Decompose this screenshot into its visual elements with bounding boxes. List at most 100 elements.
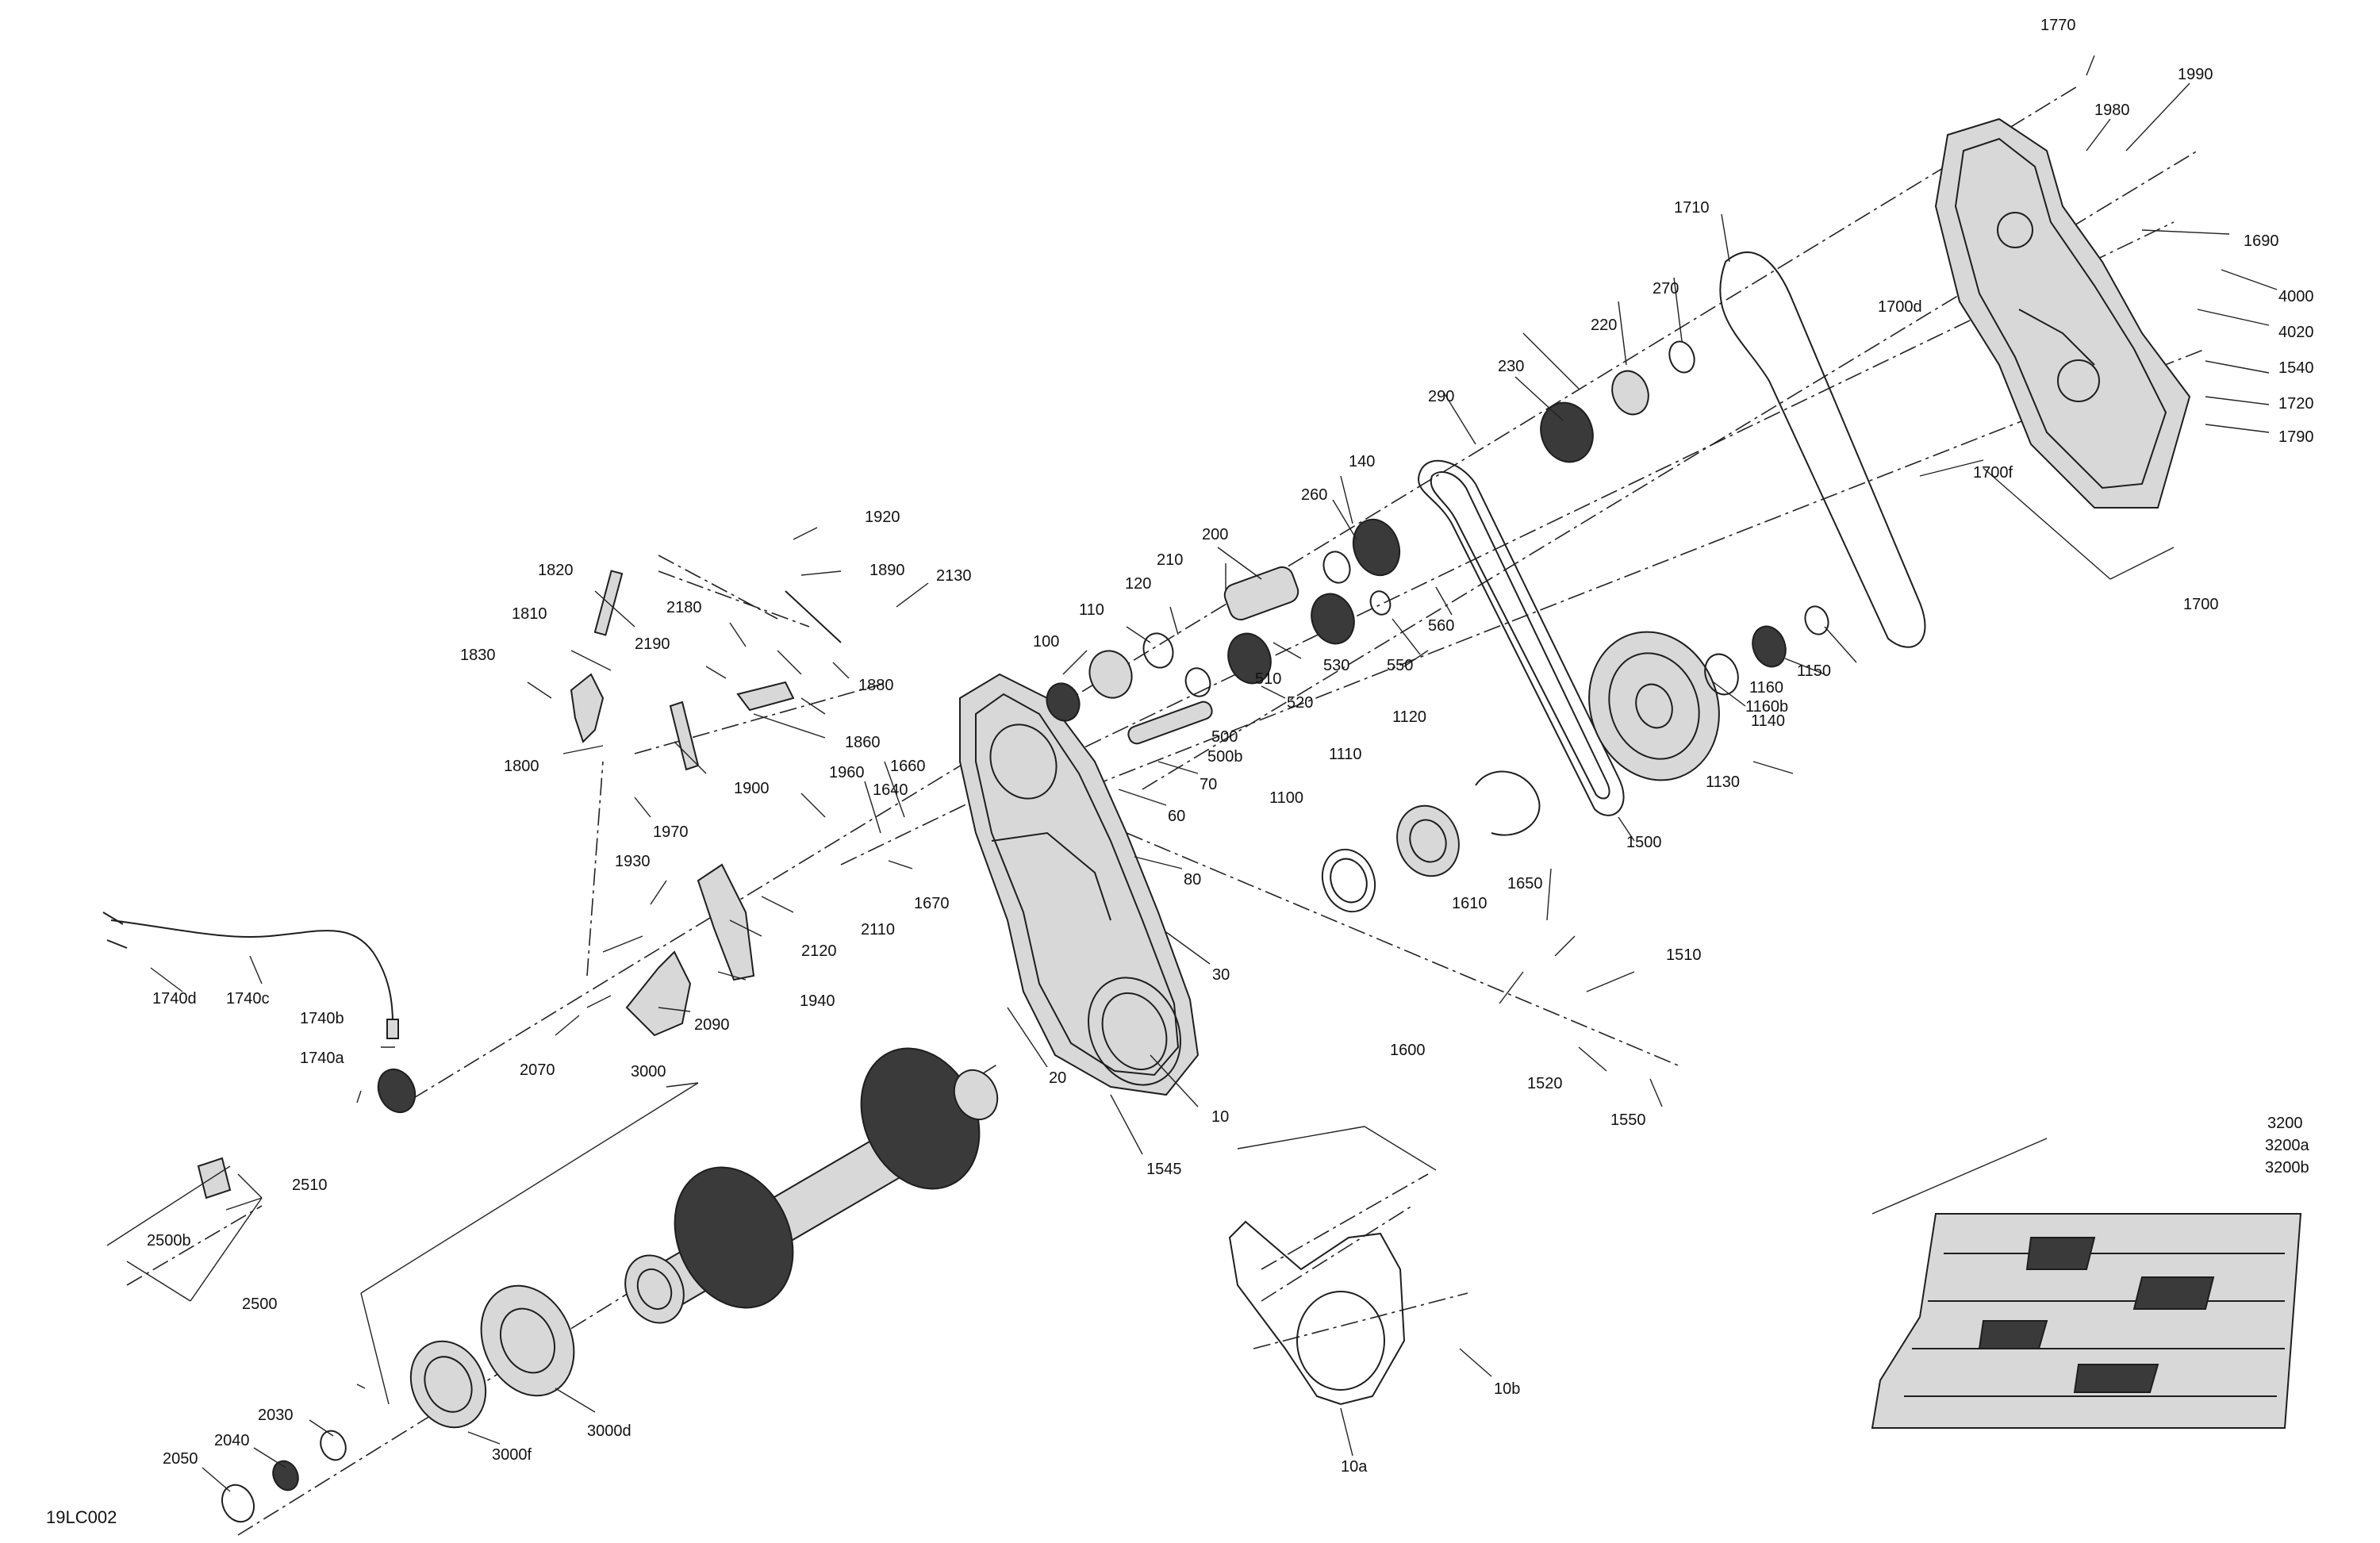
callout-530: 530 [1323,657,1349,674]
drive-chain-1500 [1418,459,1625,816]
callout-1960: 1960 [829,764,865,781]
callout-500b: 500b [1207,748,1243,766]
callout-1990: 1990 [2178,66,2213,83]
callout-1500: 1500 [1626,834,1662,851]
shaft-end-parts [221,1068,575,1523]
guard-10a [1228,1220,1406,1406]
callout-1160: 1160 [1749,679,1783,697]
callout-1120: 1120 [1392,708,1426,726]
callout-2190: 2190 [635,635,670,653]
callout-1980: 1980 [2094,102,2130,119]
callout-1160b: 1160b [1745,698,1788,716]
drawing-reference: 19LC002 [46,1507,117,1527]
callout-1890: 1890 [869,562,905,579]
callout-520: 520 [1287,694,1313,712]
sprocket-1130 [1588,631,1720,781]
callout-1700: 1700 [2183,596,2219,613]
callout-3000: 3000 [631,1063,666,1080]
callout-20: 20 [1049,1069,1066,1087]
callout-1700f: 1700f [1973,464,2013,482]
callout-3000d: 3000d [587,1422,631,1440]
callout-labels: 10 10a 10b 20 30 60 70 80 100 110 120 14… [147,17,2314,1476]
callout-1740d: 1740d [152,990,197,1008]
callout-10a: 10a [1341,1458,1368,1476]
callout-10b: 10b [1494,1380,1520,1398]
callout-270: 270 [1653,280,1679,297]
callout-2040: 2040 [214,1432,250,1449]
callout-560: 560 [1428,617,1454,635]
callout-1820: 1820 [538,562,574,579]
callout-1650: 1650 [1507,875,1543,892]
callout-1970: 1970 [653,823,689,841]
callout-2500: 2500 [242,1295,278,1313]
drive-shaft-3000 [624,1047,999,1324]
side-cover-1700 [1934,117,2191,509]
callout-1860: 1860 [845,734,881,751]
callout-260: 260 [1301,486,1327,504]
main-housing-10 [959,673,1200,1096]
callout-1540: 1540 [2278,359,2314,377]
callout-1720: 1720 [2278,395,2314,413]
callout-1550: 1550 [1610,1111,1646,1129]
callout-2500b: 2500b [147,1232,191,1249]
shift-linkage [197,570,842,1199]
callout-1520: 1520 [1527,1075,1563,1092]
callout-1740a: 1740a [300,1050,344,1067]
callout-1110: 1110 [1329,746,1362,763]
callout-140: 140 [1349,453,1375,470]
callout-1710: 1710 [1674,199,1710,217]
callout-1150: 1150 [1797,662,1831,680]
callout-2110: 2110 [861,921,895,938]
callout-1690: 1690 [2244,232,2279,250]
callout-230: 230 [1498,358,1524,375]
callout-4000: 4000 [2278,288,2314,305]
callout-1810: 1810 [512,605,547,623]
callout-60: 60 [1168,808,1185,825]
callout-1770: 1770 [2040,17,2076,34]
callout-30: 30 [1212,966,1230,984]
callout-1545: 1545 [1146,1161,1182,1178]
callout-1940: 1940 [800,992,835,1010]
callout-1920: 1920 [865,509,900,526]
gasket-1710 [1719,251,1926,648]
callout-1830: 1830 [460,647,496,664]
callout-500: 500 [1211,728,1238,746]
callout-10: 10 [1211,1108,1229,1126]
callout-2120: 2120 [801,942,837,960]
callout-1700d: 1700d [1878,298,1922,316]
callout-2510: 2510 [292,1176,328,1194]
callout-70: 70 [1200,776,1217,793]
callout-2130: 2130 [936,567,972,585]
callout-110: 110 [1079,601,1104,619]
callout-1600: 1600 [1390,1042,1426,1059]
callout-120: 120 [1125,575,1151,593]
callout-2050: 2050 [163,1450,198,1468]
callout-550: 550 [1387,657,1413,674]
callout-2070: 2070 [520,1061,555,1079]
callout-220: 220 [1591,317,1617,334]
upper-gear-stack [1046,340,1695,745]
callout-200: 200 [1202,526,1228,543]
callout-1670: 1670 [914,895,950,912]
shaft-bearings [1321,605,1829,913]
callout-1100: 1100 [1269,789,1303,807]
callout-290: 290 [1428,388,1454,405]
callout-4020: 4020 [2278,324,2314,341]
callout-1740c: 1740c [226,990,270,1008]
callout-3200a: 3200a [2265,1137,2309,1154]
callout-2180: 2180 [666,599,702,616]
speed-sensor-cable-1740 [102,912,399,1039]
callout-3200: 3200 [2267,1115,2303,1132]
callout-1740b: 1740b [300,1010,344,1027]
callout-2030: 2030 [258,1407,294,1424]
callout-100: 100 [1033,633,1059,651]
callout-1930: 1930 [615,853,651,870]
leader-lines [106,55,2278,1492]
callout-210: 210 [1157,551,1183,569]
callout-1640: 1640 [873,781,908,799]
callout-1900: 1900 [734,780,770,797]
callout-1610: 1610 [1452,895,1488,912]
callout-1130: 1130 [1706,773,1740,791]
callout-3000f: 3000f [492,1446,532,1464]
